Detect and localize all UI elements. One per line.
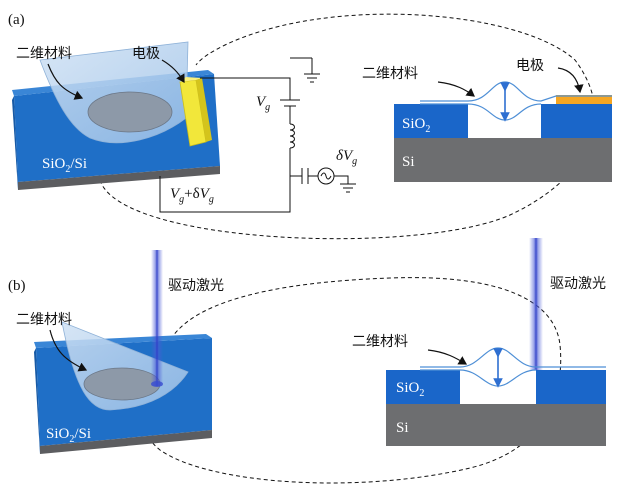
panel-a-material-label: 二维材料: [16, 46, 72, 62]
panel-a-electrode-pad: [556, 95, 612, 104]
panel-b-cross-material-arrow: [427, 349, 468, 365]
panel-a-vg-label: Vg: [256, 94, 270, 113]
panel-a-substrate-label: SiO2/Si: [42, 156, 87, 175]
panel-b-material-label: 二维材料: [16, 312, 72, 328]
panel-a-electrode: [179, 77, 212, 147]
panel-a-material-arrow: [47, 63, 84, 100]
panel-b-membrane: [420, 347, 606, 368]
panel-a: (a) 二维材料 电极 SiO2/Si: [8, 12, 612, 240]
panel-b-oxide-right: [536, 370, 606, 404]
panel-b-si-label: Si: [396, 420, 409, 436]
panel-b-laser-label: 驱动激光: [168, 277, 224, 294]
panel-a-cross-electrode-label: 电极: [516, 58, 544, 74]
panel-b-substrate-label: SiO2/Si: [46, 426, 91, 445]
panel-a-oxide-left: [394, 104, 468, 138]
panel-a-si-label: Si: [402, 154, 415, 170]
panel-b-material-arrow: [49, 329, 88, 372]
panel-a-tag: (a): [8, 12, 25, 28]
panel-b-cross-laser-beam: [529, 238, 543, 370]
panel-a-cross-electrode-arrow: [557, 67, 584, 94]
panel-a-oxide-right: [541, 104, 612, 138]
panel-b-laser-beam: [151, 250, 163, 386]
panel-b-dashed-ellipse: [148, 277, 562, 484]
panel-b-si-layer: [386, 404, 606, 446]
panel-b-oxide-label: SiO2: [396, 380, 424, 399]
panel-a-hole: [87, 91, 173, 133]
panel-a-cross-material-arrow: [437, 81, 475, 97]
panel-b-oxide-left: [386, 370, 460, 404]
panel-b-cross-laser-label: 驱动激光: [550, 275, 606, 292]
panel-a-oxide-label: SiO2: [402, 116, 430, 135]
panel-a-electrode-arrow: [161, 59, 185, 84]
panel-a-electrode-label: 电极: [132, 46, 160, 62]
panel-a-si-layer: [394, 138, 612, 182]
panel-a-circuit: [159, 57, 356, 213]
panel-b-cross-section: SiO2 Si 二维材料 驱动激光: [352, 238, 606, 446]
panel-b-tag: (b): [8, 278, 26, 294]
panel-a-vg-plus-delta-label: Vg+δVg: [170, 186, 214, 205]
panel-b: (b) 驱动激光 二维材料 SiO2/Si SiO2 Si: [8, 238, 606, 484]
panel-a-membrane: [420, 81, 612, 102]
panel-b-cross-material-label: 二维材料: [352, 334, 408, 350]
panel-a-cross-material-label: 二维材料: [362, 66, 418, 82]
panel-b-hole: [83, 367, 161, 401]
panel-a-cross-section: SiO2 Si 二维材料 电极: [362, 58, 612, 182]
panel-a-delta-vg-label: δVg: [336, 148, 357, 167]
